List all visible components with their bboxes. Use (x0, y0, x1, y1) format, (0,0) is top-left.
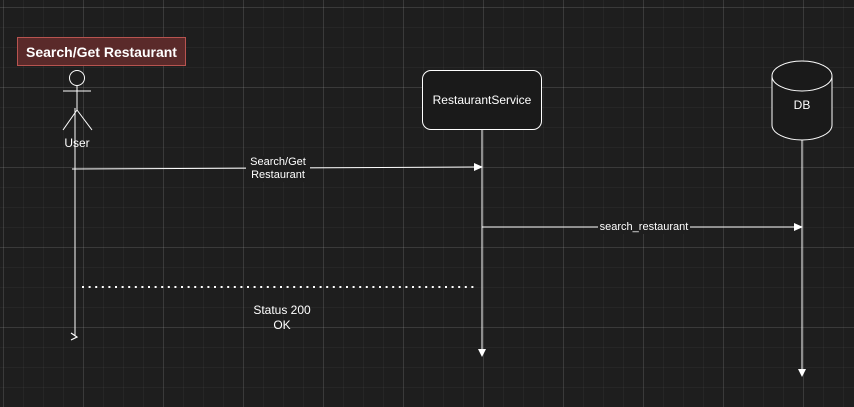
request-label-line2: Restaurant (251, 169, 305, 181)
db-cylinder-icon (771, 60, 833, 141)
diagram-title: Search/Get Restaurant (17, 37, 186, 66)
user-label: User (64, 136, 90, 150)
db-call-arrowhead (794, 223, 803, 231)
db-label: DB (793, 98, 811, 112)
user-actor-icon (62, 70, 93, 131)
request-label: Search/Get Restaurant (246, 156, 310, 182)
response-label: Status 200 OK (242, 303, 322, 333)
restaurant-service-box: RestaurantService (422, 70, 542, 130)
request-arrowhead (474, 163, 483, 171)
response-label-line1: Status 200 (253, 303, 311, 317)
request-label-line1: Search/Get (250, 156, 306, 168)
user-lifeline-arrowhead (70, 332, 79, 341)
restaurant-service-label: RestaurantService (432, 93, 532, 107)
service-lifeline-arrowhead (478, 349, 486, 357)
db-lifeline-arrowhead (798, 369, 806, 377)
response-label-line2: OK (273, 318, 291, 332)
db-call-label: search_restaurant (598, 221, 690, 234)
